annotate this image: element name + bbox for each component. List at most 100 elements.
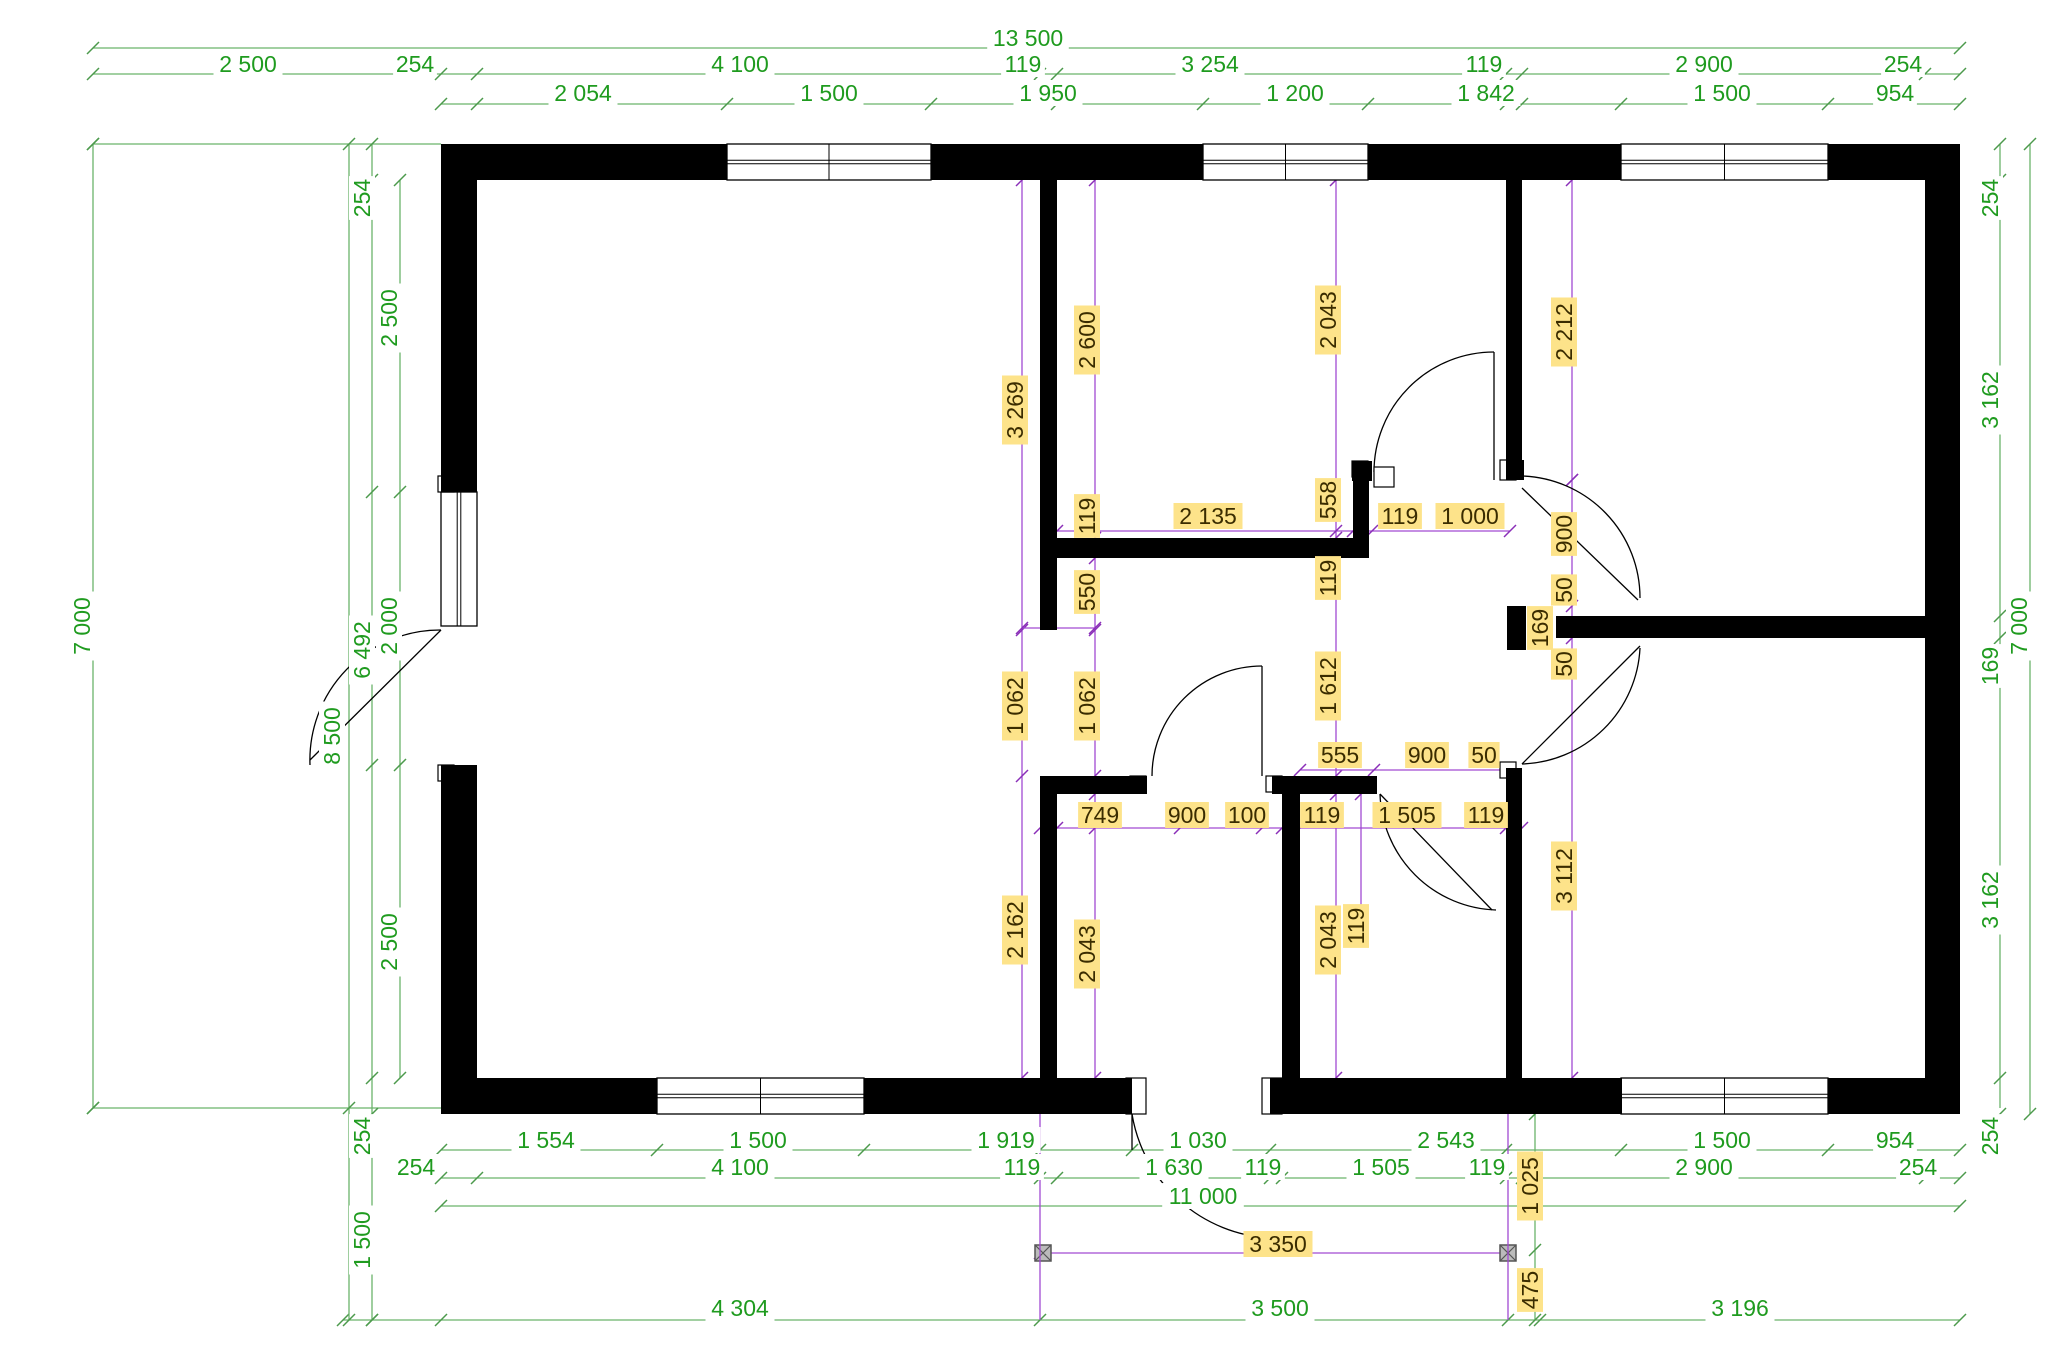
dimension-label: 1 919	[971, 1127, 1041, 1153]
dimension-value: 3 162	[1977, 371, 2003, 429]
dimension-label: 2 000	[376, 591, 402, 661]
dimension-label: 7 000	[2006, 591, 2032, 661]
dimension-label: 3 196	[1705, 1295, 1775, 1321]
wall-segment	[931, 144, 1203, 180]
dimension-value: 954	[1876, 80, 1915, 106]
dimension-label: 1 062	[1074, 671, 1100, 741]
dimension-label: 119	[1074, 494, 1100, 538]
dimension-label: 1 000	[1435, 503, 1505, 529]
wall-segment	[1040, 180, 1057, 630]
dimension-label: 2 500	[376, 907, 402, 977]
dimension-label: 2 043	[1315, 285, 1341, 355]
dimension-label: 900	[1551, 512, 1577, 556]
dimension-value: 2 135	[1179, 503, 1237, 529]
dimension-value: 1 200	[1266, 80, 1324, 106]
dimension-value: 119	[1304, 802, 1341, 828]
wall-segment	[1352, 461, 1372, 481]
dimension-label: 2 900	[1669, 1154, 1739, 1180]
dimension-label: 119	[1300, 802, 1344, 828]
dimension-label: 169	[1977, 644, 2003, 688]
dimension-label: 4 100	[705, 1154, 775, 1180]
dimension-label: 2 500	[213, 51, 283, 77]
dimension-label: 254	[1977, 1114, 2003, 1158]
dimension-value: 254	[1899, 1154, 1938, 1180]
dimension-label: 1 950	[1013, 80, 1083, 106]
wall-segment	[1828, 1078, 1960, 1114]
dimension-label: 2 600	[1074, 305, 1100, 375]
dimension-value: 119	[1343, 908, 1369, 945]
dimension-label: 4 304	[705, 1295, 775, 1321]
dimension-label: 119	[1462, 51, 1506, 77]
dimension-value: 3 162	[1977, 871, 2003, 929]
dimension-label: 3 162	[1977, 365, 2003, 435]
dimension-value: 475	[1517, 1271, 1543, 1309]
dimension-value: 3 196	[1711, 1295, 1769, 1321]
dimension-label: 254	[394, 1154, 438, 1180]
dimension-label: 1 200	[1260, 80, 1330, 106]
dimension-label: 2 043	[1074, 919, 1100, 989]
dimension-label: 555	[1318, 742, 1362, 768]
dimension-value: 2 162	[1002, 901, 1028, 959]
dimension-label: 2 054	[548, 80, 618, 106]
dimension-label: 119	[1315, 556, 1341, 600]
window	[1620, 1077, 1829, 1115]
dimension-label: 2 212	[1551, 297, 1577, 367]
dimension-value: 254	[1977, 1117, 2003, 1156]
dimension-label: 900	[1405, 742, 1449, 768]
dimension-value: 169	[1527, 609, 1553, 647]
dimension-label: 475	[1517, 1268, 1543, 1312]
dimension-value: 2 043	[1074, 925, 1100, 983]
dimension-label: 1 612	[1315, 651, 1341, 721]
dimension-label: 1 500	[794, 80, 864, 106]
dimension-value: 119	[1468, 802, 1505, 828]
dimension-value: 2 043	[1315, 291, 1341, 349]
dimension-value: 50	[1551, 577, 1577, 603]
dimension-label: 1 500	[1687, 1127, 1757, 1153]
dimension-value: 2 500	[376, 289, 402, 347]
wall-segment	[441, 144, 727, 180]
dimension-value: 254	[349, 1117, 375, 1156]
wall-segment	[441, 1078, 657, 1114]
dimension-label: 3 254	[1175, 51, 1245, 77]
dimension-value: 954	[1876, 1127, 1915, 1153]
dimension-value: 1 505	[1352, 1154, 1410, 1180]
dimension-label: 2 043	[1315, 905, 1341, 975]
dimension-value: 1 500	[800, 80, 858, 106]
dimension-value: 4 304	[711, 1295, 769, 1321]
wall-segment	[1556, 616, 1925, 638]
wall-segment	[1925, 144, 1960, 1114]
dimension-label: 254	[1881, 51, 1925, 77]
dimension-value: 50	[1551, 651, 1577, 677]
dimension-label: 1 030	[1163, 1127, 1233, 1153]
dimension-value: 1 500	[729, 1127, 787, 1153]
dimension-value: 1 505	[1378, 802, 1436, 828]
dimension-value: 3 350	[1249, 1231, 1307, 1257]
window	[656, 1077, 865, 1115]
dimension-label: 954	[1873, 80, 1917, 106]
dimension-label: 1 630	[1139, 1154, 1209, 1180]
wall-segment	[1270, 1078, 1622, 1114]
dimension-value: 254	[397, 1154, 436, 1180]
dimension-value: 119	[1469, 1154, 1506, 1180]
dimension-value: 11 000	[1169, 1183, 1238, 1209]
dimension-value: 1 000	[1441, 503, 1499, 529]
dimension-label: 900	[1165, 802, 1209, 828]
dimension-value: 2 900	[1675, 51, 1733, 77]
dimension-value: 900	[1168, 802, 1206, 828]
dimension-label: 954	[1873, 1127, 1917, 1153]
dimension-label: 100	[1225, 802, 1269, 828]
dimension-value: 1 554	[517, 1127, 575, 1153]
dimension-label: 3 112	[1551, 841, 1577, 911]
dimension-label: 8 500	[319, 701, 345, 771]
dimension-value: 7 000	[2006, 597, 2032, 655]
dimension-value: 1 612	[1315, 657, 1341, 715]
dimension-value: 900	[1551, 515, 1577, 553]
window	[1202, 143, 1369, 181]
wall-segment	[1507, 606, 1526, 650]
dimension-value: 119	[1466, 51, 1503, 77]
dimension-label: 7 000	[69, 591, 95, 661]
dimension-value: 1 919	[977, 1127, 1035, 1153]
dimension-value: 2 043	[1315, 911, 1341, 969]
dimension-label: 1 842	[1451, 80, 1521, 106]
